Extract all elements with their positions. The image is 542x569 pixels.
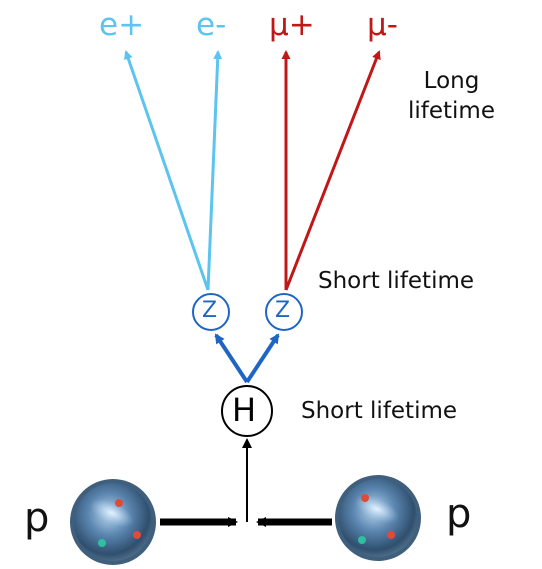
- z-right-track: [247, 335, 278, 382]
- higgs-label: H: [232, 394, 256, 426]
- e-plus-track: [126, 52, 208, 290]
- z-left-track: [216, 335, 247, 382]
- z-right-label: Z: [275, 300, 290, 322]
- short-lifetime-z-note: Short lifetime: [318, 270, 474, 293]
- right-proton: [335, 475, 421, 561]
- long-lifetime-note: Long lifetime: [408, 66, 495, 126]
- label-e-minus: e-: [196, 10, 226, 41]
- mu-minus-track: [286, 52, 379, 290]
- left-proton: [70, 479, 156, 565]
- z-left-label: Z: [202, 300, 217, 322]
- e-minus-track: [208, 52, 218, 290]
- label-mu-plus: μ+: [269, 10, 315, 41]
- label-e-plus: e+: [99, 10, 144, 41]
- left-proton-label: p: [24, 498, 49, 538]
- label-mu-minus: μ-: [367, 10, 398, 41]
- short-lifetime-h-note: Short lifetime: [301, 400, 457, 423]
- right-proton-label: p: [446, 494, 471, 534]
